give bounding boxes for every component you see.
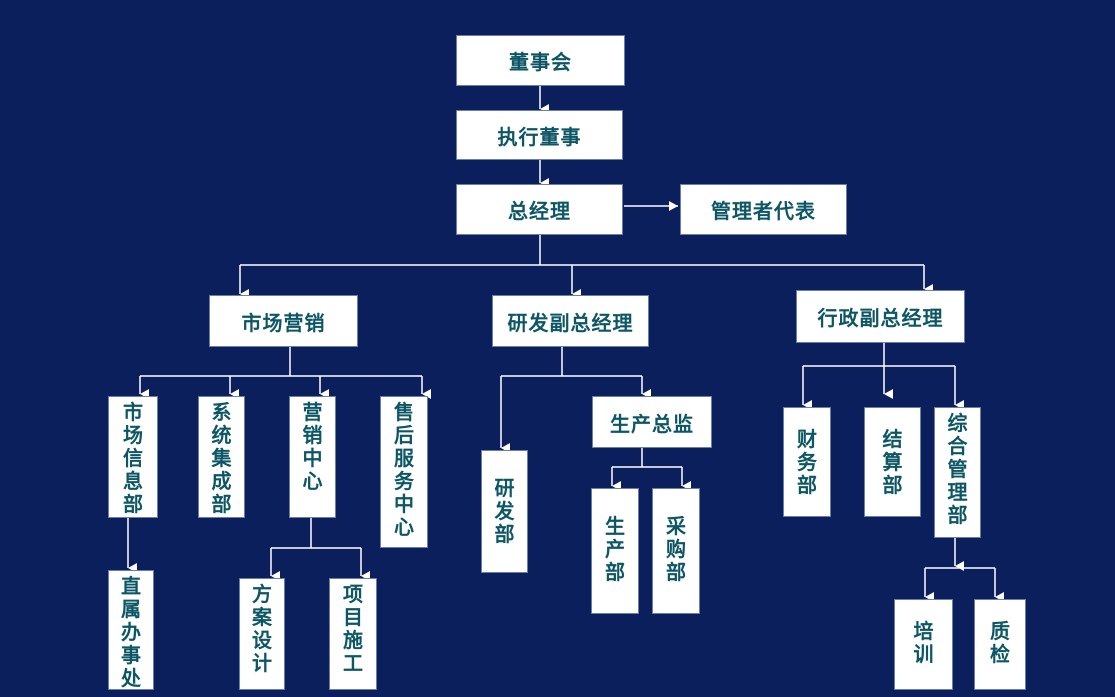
node-rd-dept: 研发部 — [481, 450, 528, 573]
node-label: 董事会 — [509, 50, 572, 74]
node-solution-design: 方案设计 — [239, 578, 285, 690]
node-marketing: 市场营销 — [209, 295, 358, 347]
node-label: 综合管理部 — [947, 411, 968, 527]
node-training: 培训 — [894, 599, 953, 690]
node-label: 管理者代表 — [711, 199, 816, 223]
node-after-sales: 售后服务中心 — [380, 396, 428, 548]
node-label: 直属办事处 — [121, 574, 141, 690]
node-board: 董事会 — [456, 35, 625, 86]
node-label: 研发部 — [494, 476, 515, 546]
node-label: 项目施工 — [343, 582, 363, 675]
node-procurement: 采购部 — [652, 488, 700, 614]
node-prod-director: 生产总监 — [592, 396, 712, 448]
node-label: 研发副总经理 — [507, 310, 634, 335]
node-label: 质检 — [990, 619, 1010, 666]
node-finance: 财务部 — [783, 407, 831, 517]
node-label: 行政副总经理 — [817, 306, 944, 330]
node-general-mgmt: 综合管理部 — [934, 407, 981, 538]
node-label: 市场营销 — [241, 310, 326, 335]
node-label: 结算部 — [882, 427, 903, 497]
node-sys-integration: 系统集成部 — [198, 396, 245, 518]
node-gm: 总经理 — [456, 184, 623, 235]
node-production: 生产部 — [591, 488, 639, 614]
node-direct-office: 直属办事处 — [108, 570, 154, 690]
node-label: 生产总监 — [610, 411, 694, 436]
node-label: 执行董事 — [497, 124, 582, 149]
node-market-info: 市场信息部 — [108, 396, 158, 518]
node-label: 售后服务中心 — [394, 400, 414, 539]
node-label: 系统集成部 — [211, 400, 232, 516]
node-label: 市场信息部 — [123, 400, 143, 516]
node-label: 总经理 — [508, 199, 571, 223]
node-label: 营销中心 — [302, 400, 323, 493]
node-quality: 质检 — [974, 599, 1026, 690]
node-rd-vp: 研发副总经理 — [492, 295, 649, 347]
node-sales-center: 营销中心 — [289, 396, 336, 518]
node-exec-director: 执行董事 — [456, 110, 623, 160]
node-mgmt-rep: 管理者代表 — [680, 184, 847, 235]
node-settlement: 结算部 — [864, 407, 921, 517]
node-label: 生产部 — [605, 514, 625, 584]
node-project-impl: 项目施工 — [329, 578, 377, 690]
node-admin-vp: 行政副总经理 — [796, 290, 965, 343]
node-label: 采购部 — [666, 514, 686, 584]
node-label: 培训 — [913, 619, 934, 666]
node-label: 方案设计 — [252, 582, 272, 675]
node-label: 财务部 — [797, 427, 817, 497]
